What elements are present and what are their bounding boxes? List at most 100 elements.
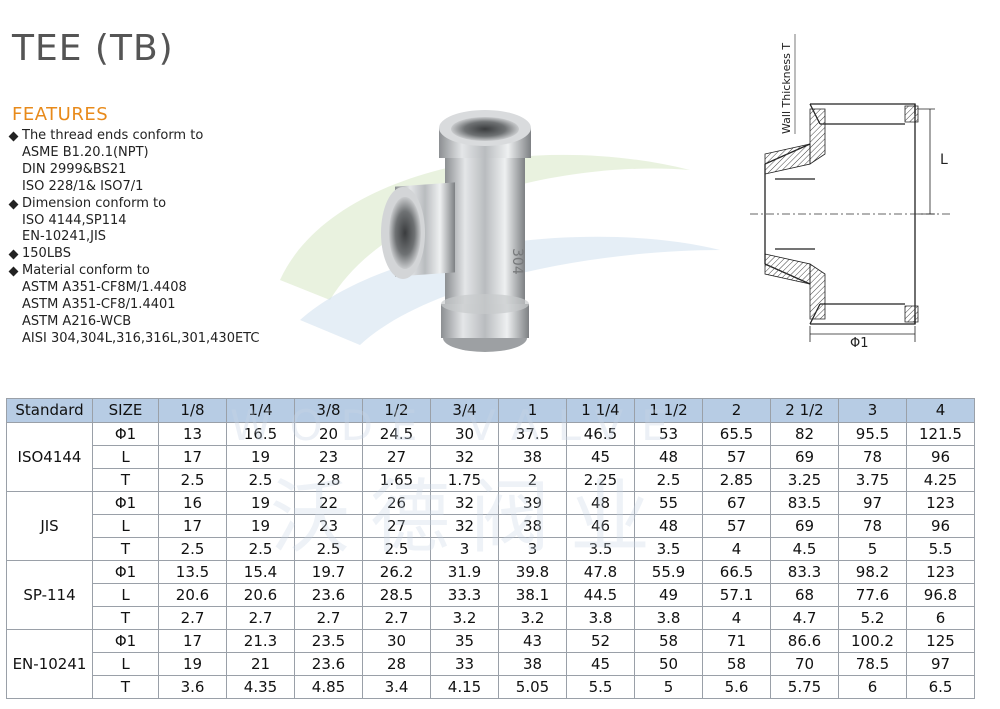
size-label-cell: T	[92, 675, 159, 699]
value-cell: 69	[770, 445, 839, 469]
value-cell: 57	[702, 445, 771, 469]
value-cell: 2.85	[702, 468, 771, 492]
value-cell: 32	[430, 491, 499, 515]
standard-cell: SP-114	[6, 560, 93, 630]
value-cell: 38.1	[498, 583, 567, 607]
value-cell: 16.5	[226, 422, 295, 446]
column-header: 1 1/2	[634, 398, 703, 423]
value-cell: 46.5	[566, 422, 635, 446]
value-cell: 39	[498, 491, 567, 515]
value-cell: 5	[838, 537, 907, 561]
value-cell: 3.8	[566, 606, 635, 630]
value-cell: 2	[498, 468, 567, 492]
value-cell: 52	[566, 629, 635, 653]
value-cell: 3.2	[430, 606, 499, 630]
value-cell: 95.5	[838, 422, 907, 446]
value-cell: 6.5	[906, 675, 975, 699]
value-cell: 96.8	[906, 583, 975, 607]
value-cell: 23	[294, 445, 363, 469]
value-cell: 23.6	[294, 583, 363, 607]
value-cell: 45	[566, 445, 635, 469]
size-label-cell: T	[92, 606, 159, 630]
value-cell: 4	[702, 537, 771, 561]
standard-cell: JIS	[6, 491, 93, 561]
value-cell: 3.2	[498, 606, 567, 630]
value-cell: 4.35	[226, 675, 295, 699]
column-header: 1/8	[158, 398, 227, 423]
size-label-cell: Φ1	[92, 491, 159, 515]
value-cell: 19	[226, 514, 295, 538]
value-cell: 17	[158, 629, 227, 653]
value-cell: 31.9	[430, 560, 499, 584]
value-cell: 3	[498, 537, 567, 561]
value-cell: 123	[906, 491, 975, 515]
column-header: 3	[838, 398, 907, 423]
value-cell: 17	[158, 514, 227, 538]
value-cell: 20.6	[158, 583, 227, 607]
value-cell: 121.5	[906, 422, 975, 446]
value-cell: 37.5	[498, 422, 567, 446]
feature-sub-item: ASTM A351-CF8M/1.4408	[22, 280, 187, 296]
value-cell: 28.5	[362, 583, 431, 607]
value-cell: 50	[634, 652, 703, 676]
value-cell: 2.25	[566, 468, 635, 492]
column-header: 1	[498, 398, 567, 423]
value-cell: 2.7	[294, 606, 363, 630]
feature-sub-item: ASTM A351-CF8/1.4401	[22, 297, 176, 313]
feature-heading-text: The thread ends conform to	[22, 128, 204, 143]
value-cell: 2.5	[158, 537, 227, 561]
value-cell: 3.8	[634, 606, 703, 630]
value-cell: 24.5	[362, 422, 431, 446]
value-cell: 58	[702, 652, 771, 676]
value-cell: 46	[566, 514, 635, 538]
feature-item: 150LBS	[8, 246, 259, 263]
value-cell: 55	[634, 491, 703, 515]
value-cell: 38	[498, 514, 567, 538]
value-cell: 5.2	[838, 606, 907, 630]
value-cell: 20	[294, 422, 363, 446]
feature-sub-item: EN-10241,JIS	[22, 229, 107, 245]
value-cell: 57	[702, 514, 771, 538]
value-cell: 38	[498, 652, 567, 676]
value-cell: 6	[906, 606, 975, 630]
value-cell: 65.5	[702, 422, 771, 446]
value-cell: 82	[770, 422, 839, 446]
value-cell: 5.6	[702, 675, 771, 699]
value-cell: 1.65	[362, 468, 431, 492]
size-label-cell: T	[92, 468, 159, 492]
value-cell: 78	[838, 445, 907, 469]
column-header: Standard	[6, 398, 93, 423]
diagram-phi-label: Φ1	[850, 336, 869, 351]
value-cell: 16	[158, 491, 227, 515]
value-cell: 3.5	[566, 537, 635, 561]
value-cell: 2.5	[226, 468, 295, 492]
column-header: 1/2	[362, 398, 431, 423]
value-cell: 5.5	[906, 537, 975, 561]
standard-cell: ISO4144	[6, 422, 93, 492]
value-cell: 48	[566, 491, 635, 515]
value-cell: 26.2	[362, 560, 431, 584]
size-label-cell: T	[92, 537, 159, 561]
value-cell: 28	[362, 652, 431, 676]
diamond-bullet-icon	[8, 249, 19, 260]
value-cell: 20.6	[226, 583, 295, 607]
value-cell: 98.2	[838, 560, 907, 584]
value-cell: 35	[430, 629, 499, 653]
value-cell: 83.5	[770, 491, 839, 515]
value-cell: 71	[702, 629, 771, 653]
value-cell: 38	[498, 445, 567, 469]
value-cell: 3.6	[158, 675, 227, 699]
value-cell: 47.8	[566, 560, 635, 584]
feature-item: Material conform to	[8, 263, 259, 280]
value-cell: 53	[634, 422, 703, 446]
value-cell: 5	[634, 675, 703, 699]
value-cell: 2.5	[294, 537, 363, 561]
standard-cell: EN-10241	[6, 629, 93, 699]
